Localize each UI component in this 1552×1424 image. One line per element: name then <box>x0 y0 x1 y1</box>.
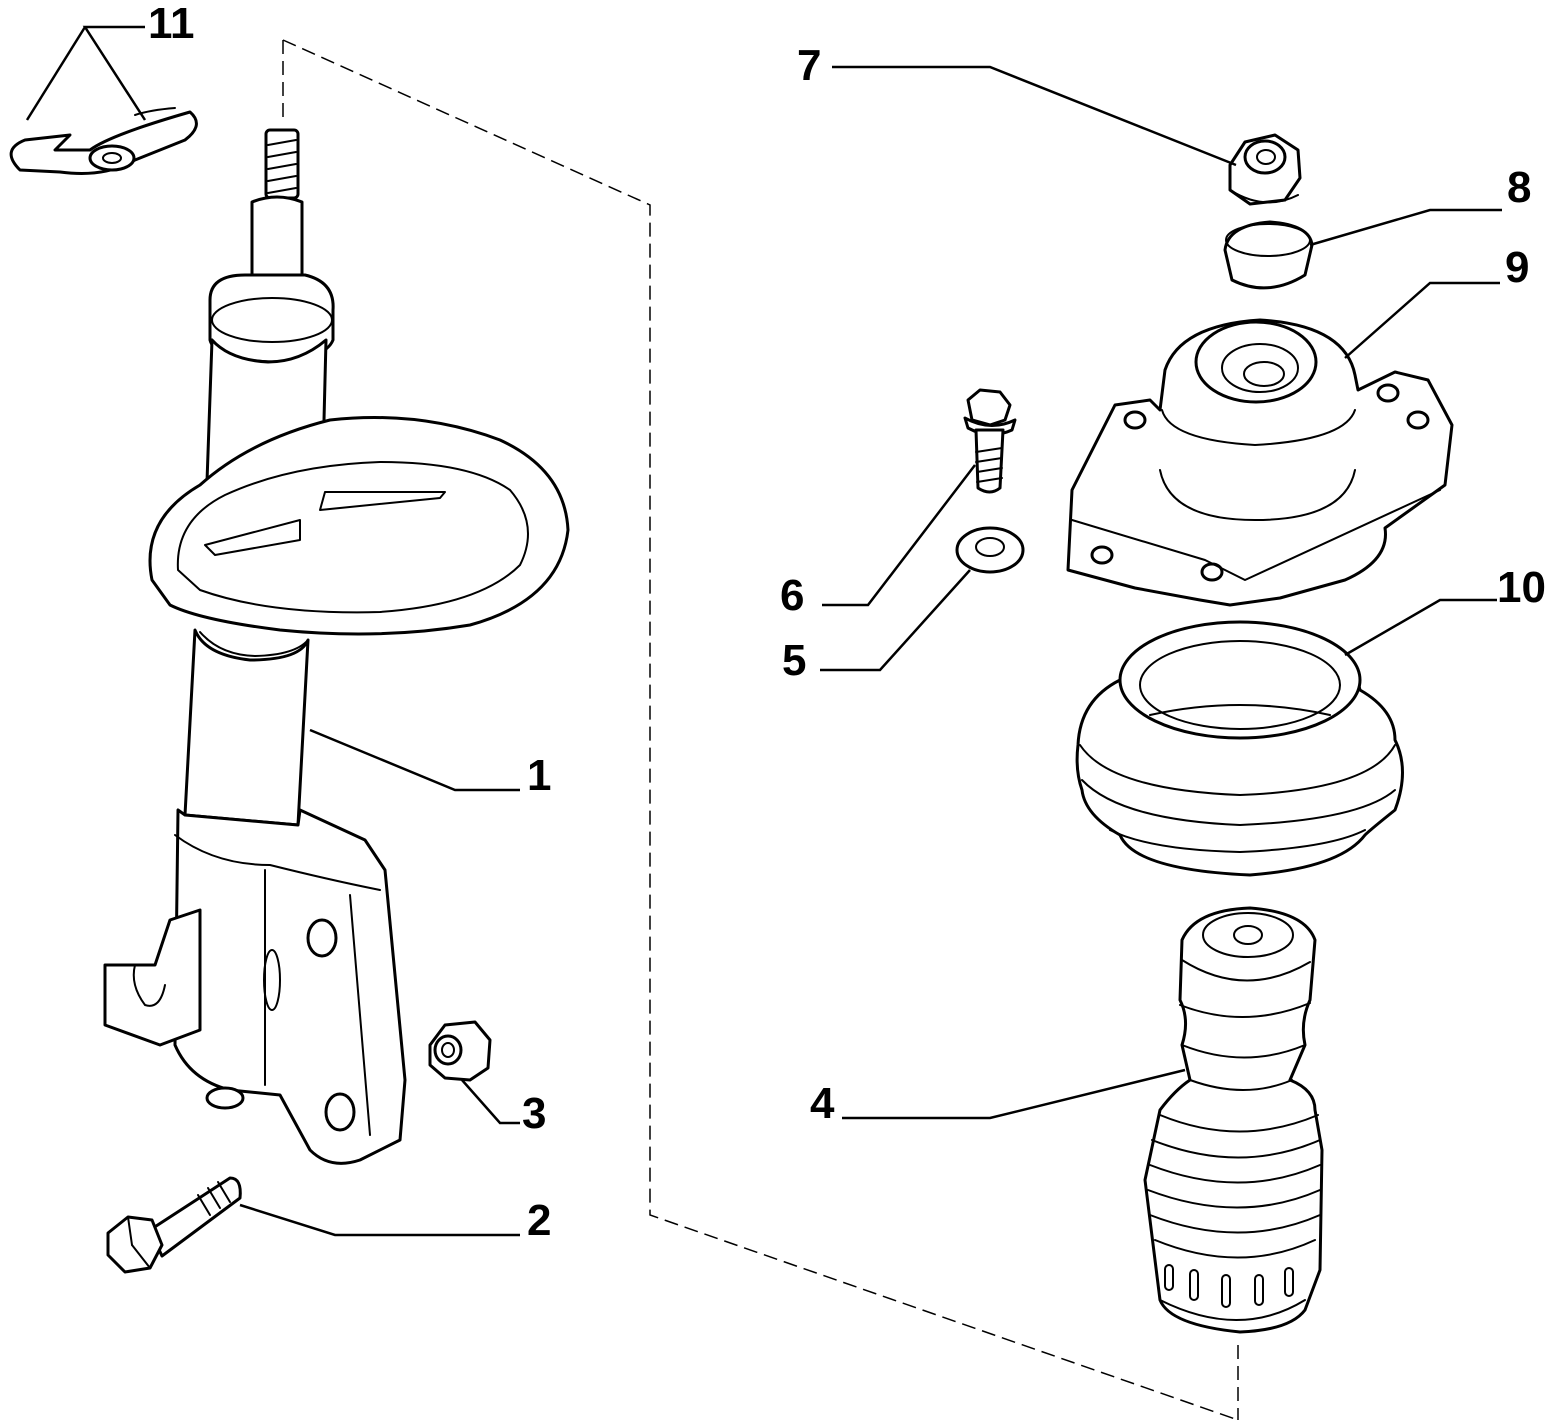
nut-small <box>428 1020 492 1082</box>
callout-6: 6 <box>780 571 804 620</box>
callout-11: 11 <box>148 0 195 48</box>
mount-bolt <box>963 388 1017 494</box>
top-mount <box>1066 318 1454 607</box>
callout-3: 3 <box>522 1089 546 1138</box>
assembly-dashed-outline <box>282 39 1239 1421</box>
callout-1: 1 <box>527 751 551 800</box>
callout-2: 2 <box>527 1196 551 1245</box>
callout-8: 8 <box>1507 163 1531 212</box>
dust-cap <box>1223 220 1314 290</box>
washer <box>955 526 1025 574</box>
callout-10: 10 <box>1497 563 1546 612</box>
retaining-clip <box>9 107 198 175</box>
bolt <box>106 1176 242 1274</box>
bump-stop-boot <box>1143 906 1324 1334</box>
callout-7: 7 <box>797 41 821 90</box>
leader-lines <box>25 25 1502 1237</box>
top-nut <box>1228 133 1302 206</box>
shock-absorber-strut <box>103 128 570 1165</box>
strut-bearing <box>1075 620 1404 877</box>
callout-4: 4 <box>810 1079 835 1128</box>
callout-9: 9 <box>1505 243 1529 292</box>
callout-5: 5 <box>782 636 806 685</box>
